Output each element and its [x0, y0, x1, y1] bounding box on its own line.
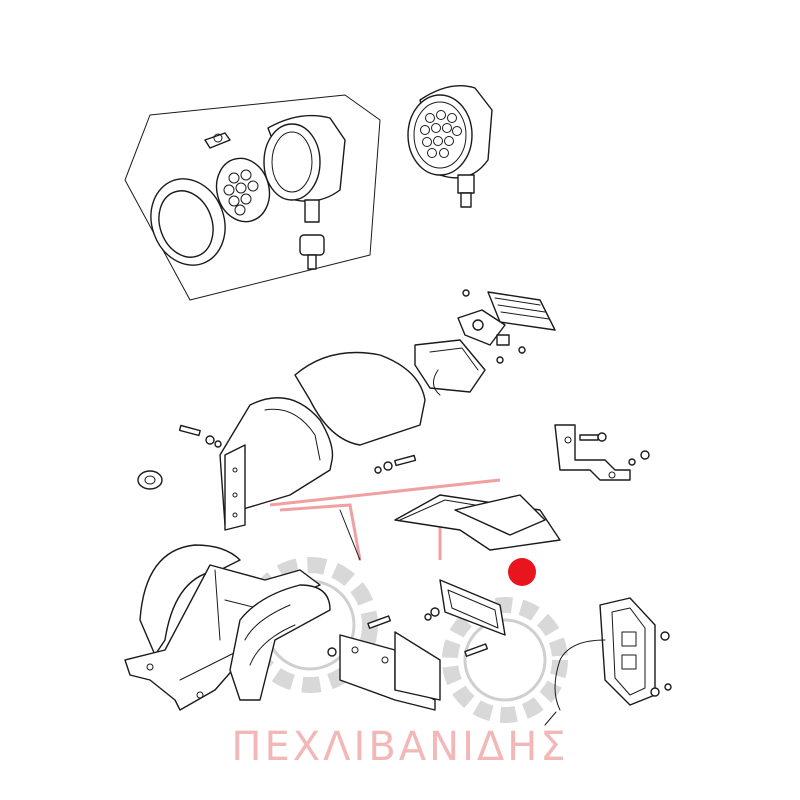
- fender-bracket-icon: [394, 494, 561, 551]
- work-lamp-assembled-icon: [407, 85, 493, 208]
- watermark-gear-right-icon: [442, 597, 568, 723]
- mudguard-icon: [137, 351, 426, 531]
- bracket-right-icon: [554, 424, 650, 481]
- plate-holder-icon: [327, 615, 489, 711]
- watermark-brand-text: ΠΕΧΛΙΒΑΝΙΔΗΣ: [231, 724, 568, 770]
- tail-lamp-icon: [544, 597, 672, 726]
- work-lamp-exploded-icon: [124, 94, 381, 301]
- license-plate-light-icon: [414, 339, 486, 396]
- highlight-marker: [508, 558, 536, 586]
- fender-assembly-icon: [124, 509, 361, 711]
- tail-light-top-icon: [457, 289, 556, 364]
- plate-lamp-rect-icon: [424, 579, 506, 636]
